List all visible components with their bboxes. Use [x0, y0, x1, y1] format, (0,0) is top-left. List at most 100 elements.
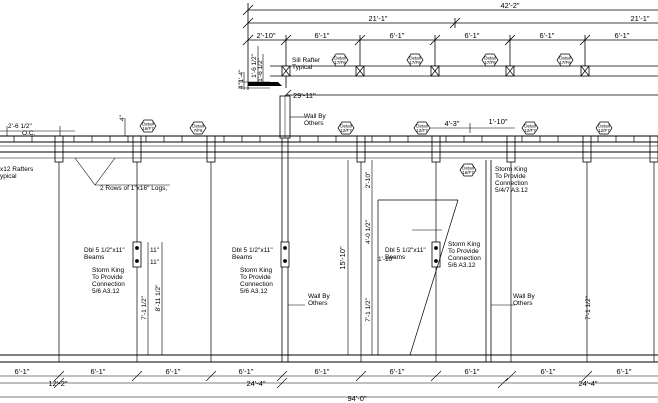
- detail-tag: Detail 17/F6: [331, 53, 349, 67]
- dim-bottom-subtotal: 24'-4": [246, 379, 265, 388]
- dim-top-segment: 6'-1": [615, 31, 630, 40]
- dim-7-1-vertical-b: 7'-1 1/2": [365, 297, 372, 321]
- dim-bottom-segment: 6'-1": [15, 367, 30, 376]
- beam-band-ticks: [13, 136, 635, 142]
- dim-7-1-vertical-c: 7'-1 1/2": [585, 295, 592, 319]
- detail-tag: Detail 17/F6: [481, 53, 499, 67]
- note-beam-left: Beams: [84, 254, 105, 261]
- svg-text:Detail: Detail: [340, 124, 352, 129]
- svg-text:Detail: Detail: [334, 56, 346, 61]
- svg-text:12/F7: 12/F7: [416, 128, 428, 133]
- dim-bottom-overall: 94'-0": [347, 394, 366, 403]
- dim-left-segment: 2'-10": [256, 31, 275, 40]
- dim-bottom-segment: 6'-1": [166, 367, 181, 376]
- svg-text:7/F6: 7/F6: [193, 128, 203, 133]
- note-beam-center: Beams: [232, 254, 253, 261]
- note-wall-by-others-right: Others: [513, 300, 533, 307]
- note-rafters: x12 Rafters: [0, 166, 34, 173]
- dim-bottom-segment: 6'-1": [390, 367, 405, 376]
- dim-4-inch: 4": [119, 114, 126, 121]
- svg-text:Detail: Detail: [462, 166, 474, 171]
- dim-right-mid-lines: [420, 123, 515, 133]
- note-storm-king-center: To Provide: [240, 274, 271, 281]
- upper-rafter-strip: [248, 65, 658, 86]
- dim-1-10-vertical: 1'-10": [378, 256, 395, 263]
- detail-tag: Detail 12/F7: [337, 121, 355, 135]
- svg-text:17/F6: 17/F6: [409, 60, 421, 65]
- detail-tag: Detail 17/F6: [406, 53, 424, 67]
- detail-tag: Detail 16/F7: [139, 119, 157, 133]
- bottom-plate: [0, 354, 658, 363]
- dim-vertical-small: 1'-6 1/2": [257, 57, 264, 81]
- detail-tag: Detail 12/F7: [521, 121, 539, 135]
- dim-oc-label: 2'-6 1/2": [8, 123, 32, 130]
- dim-top-segment: 6'-1": [315, 31, 330, 40]
- bottom-dim-lines: [0, 370, 658, 398]
- dim-top-segment: 6'-1": [540, 31, 555, 40]
- note-storm-king-left: Storm King: [92, 267, 125, 274]
- note-sill-rafter: Sill Rafter: [292, 57, 321, 64]
- vertical-gridlines: [58, 162, 655, 362]
- main-beam-band: [0, 135, 658, 159]
- dim-bottom-segment: 6'-1": [91, 367, 106, 376]
- note-storm-king-left: To Provide: [92, 274, 123, 281]
- dim-bottom-segment: 6'-1": [315, 367, 330, 376]
- note-storm-king-right: To Provide: [448, 248, 479, 255]
- dim-8-11-vertical: 8'-11 1/2": [155, 284, 162, 312]
- oc-dim-line: [0, 126, 75, 136]
- dim-15-10-vertical: 15'-10": [338, 246, 347, 270]
- note-storm-king-top-right: Storm King: [495, 166, 528, 173]
- note-storm-king-top-right: 5/4/7 A3.12: [495, 187, 528, 194]
- dim-bottom-segment: 6'-1": [617, 367, 632, 376]
- note-beam-right: Dbl 5 1/2"x11": [385, 247, 426, 254]
- svg-text:12/F7: 12/F7: [340, 128, 352, 133]
- dim-top-segment: 6'-1": [390, 31, 405, 40]
- dim-bottom-segment: 6'-1": [239, 367, 254, 376]
- note-beam-left: Dbl 5 1/2"x11": [84, 247, 125, 254]
- dim-vertical-small: 1'-4": [238, 69, 245, 83]
- dim-29-11: 29'-11": [293, 91, 316, 100]
- dim-vertical-small: 1'-6 1/2": [251, 53, 258, 77]
- note-wall-by-others-right: Wall By: [513, 293, 536, 300]
- note-rafters: ypical: [0, 173, 17, 180]
- detail-tag: Detail 12/F7: [595, 121, 613, 135]
- dim-11-a: 11": [150, 247, 160, 254]
- dim-4-0-vertical: 4'-0 1/2": [365, 219, 372, 243]
- wall-post-top: [279, 95, 305, 139]
- note-beam-right: Beams: [385, 254, 406, 261]
- dim-11-b: 11": [150, 259, 160, 266]
- dim-bottom-subtotal: 12'-2": [48, 379, 67, 388]
- vertical-dim-lines: [147, 160, 442, 355]
- svg-text:17/F6: 17/F6: [559, 60, 571, 65]
- beam-connectors: [132, 241, 441, 268]
- opening-outline: [377, 199, 459, 356]
- note-storm-king-center: Connection: [240, 281, 273, 288]
- svg-text:16/F7: 16/F7: [142, 126, 154, 131]
- dim-bottom-subtotal: 24'-4": [578, 379, 597, 388]
- note-wall-by-others-top: Wall By: [304, 113, 327, 120]
- svg-text:Detail: Detail: [524, 124, 536, 129]
- note-storm-king-left: 5/6 A3.12: [92, 288, 120, 295]
- svg-text:12/F7: 12/F7: [598, 128, 610, 133]
- note-wall-by-others-top: Others: [304, 120, 324, 127]
- note-wall-by-others-center: Others: [308, 300, 328, 307]
- svg-text:Detail: Detail: [559, 56, 571, 61]
- logs-leader: [74, 157, 170, 186]
- note-sill-rafter: Typical: [292, 64, 313, 71]
- dim-overall-top: 42'-2": [500, 1, 519, 10]
- svg-text:16/F7: 16/F7: [462, 170, 474, 175]
- dim-bottom-segment: 6'-1": [465, 367, 480, 376]
- detail-tag: Detail 12/F7: [413, 121, 431, 135]
- svg-text:Detail: Detail: [484, 56, 496, 61]
- note-storm-king-right: Connection: [448, 255, 481, 262]
- dim-bottom-segment: 6'-1": [541, 367, 556, 376]
- detail-tag: Detail 16/F7: [459, 163, 477, 177]
- note-wall-by-others-center: Wall By: [308, 293, 331, 300]
- note-storm-king-center: Storm King: [240, 267, 273, 274]
- svg-text:Detail: Detail: [416, 124, 428, 129]
- dim-top-segment: 6'-1": [465, 31, 480, 40]
- dim-vertical-small: 4": [238, 82, 245, 89]
- svg-text:Detail: Detail: [598, 124, 610, 129]
- note-beam-center: Dbl 5 1/2"x11": [232, 247, 273, 254]
